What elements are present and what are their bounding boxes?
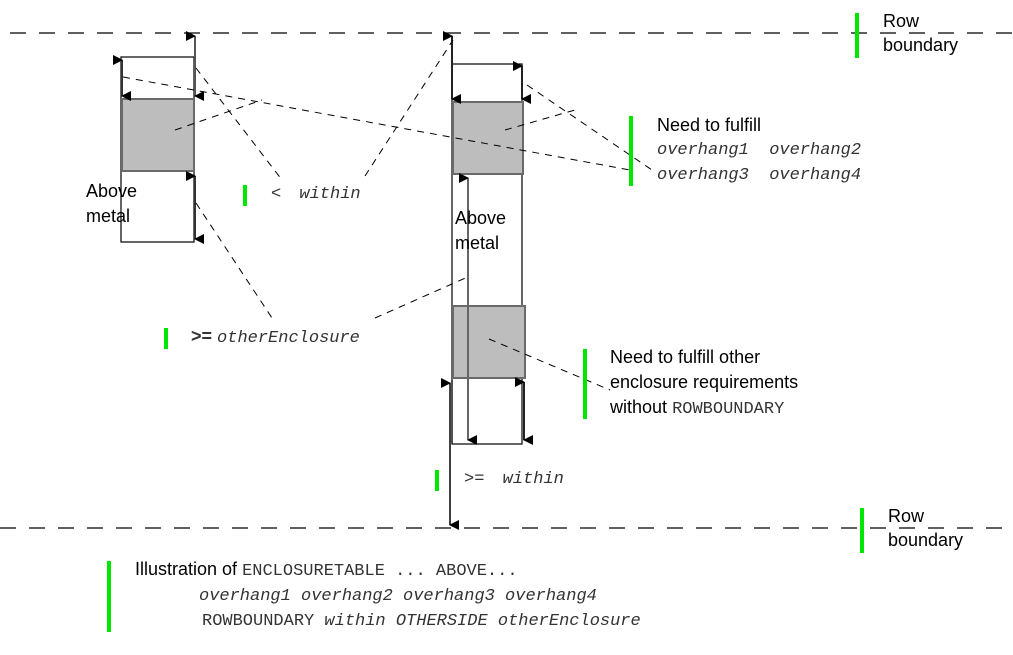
operator: < <box>271 185 282 204</box>
above-metal-right-label: Above metal <box>455 206 506 256</box>
caption-prefix: Illustration of <box>135 559 238 579</box>
label-line: boundary <box>888 530 964 550</box>
leader-other-left <box>195 202 273 319</box>
leader-other-req <box>488 338 611 391</box>
keyword: ROWBOUNDARY <box>672 400 785 419</box>
leader-within-left <box>195 67 283 181</box>
label-line: metal <box>86 206 131 226</box>
label-line: Above <box>86 181 138 201</box>
caption-line1: Illustration of ENCLOSURETABLE ... ABOVE… <box>135 557 641 584</box>
need-fulfill-label: Need to fulfill overhang1 overhang2 over… <box>657 113 861 188</box>
label-line: enclosure requirements <box>610 372 799 392</box>
caption-argument: within <box>324 612 386 631</box>
ge-within-label: >= within <box>464 467 564 492</box>
operator: >= <box>191 326 213 346</box>
row-boundary-bottom-label: Row boundary <box>888 504 963 552</box>
label-line: Need to fulfill other <box>610 347 761 367</box>
operator: >= <box>464 470 485 489</box>
need-fulfill-title: Need to fulfill <box>657 115 762 135</box>
caption-line2: overhang1 overhang2 overhang3 overhang4 <box>199 587 597 606</box>
leader-overhang34-left <box>122 76 631 171</box>
row-boundary-top-label: Row boundary <box>883 9 958 57</box>
above-metal-left-label: Above metal <box>86 179 137 229</box>
label-line: without ROWBOUNDARY <box>610 395 798 422</box>
accent-bar <box>164 328 168 349</box>
ge-other-enclosure-label: >= otherEnclosure <box>191 324 360 351</box>
leader-within-right <box>364 39 454 177</box>
accent-bar <box>435 470 439 491</box>
label-line: Row <box>883 11 920 31</box>
accent-bar <box>243 185 247 206</box>
accent-bar <box>629 116 633 186</box>
label-line: Above <box>455 208 507 228</box>
less-within-label: < within <box>271 182 361 207</box>
argument: within <box>299 185 361 204</box>
need-fulfill-line1: overhang1 overhang2 <box>657 141 862 160</box>
label-text: without <box>610 397 668 417</box>
right-lower-metal-box <box>452 305 526 379</box>
need-fulfill-line2: overhang3 overhang4 <box>657 166 862 185</box>
label-line: metal <box>455 233 500 253</box>
caption-keyword: OTHERSIDE <box>395 612 488 631</box>
leader-overhang-right-top <box>526 84 653 171</box>
right-upper-enclosure-outline <box>451 63 523 445</box>
label-line: Row <box>888 506 925 526</box>
caption-keyword: ROWBOUNDARY <box>202 612 315 631</box>
argument: within <box>502 470 564 489</box>
label-line: boundary <box>883 35 959 55</box>
caption-argument: otherEnclosure <box>497 612 641 631</box>
argument: otherEnclosure <box>217 329 360 348</box>
right-upper-metal-box <box>452 101 524 175</box>
accent-bar <box>860 508 864 553</box>
caption-keyword: ENCLOSURETABLE ... ABOVE... <box>242 562 518 581</box>
accent-bar <box>107 561 111 632</box>
accent-bar <box>855 13 859 58</box>
left-metal-box <box>121 98 195 172</box>
caption-line3: ROWBOUNDARY within OTHERSIDE otherEnclos… <box>202 609 641 634</box>
other-requirements-label: Need to fulfill other enclosure requirem… <box>610 345 798 422</box>
leader-overhang12-left <box>174 99 263 131</box>
leader-other-right <box>374 275 471 319</box>
accent-bar <box>583 349 587 419</box>
caption: Illustration of ENCLOSURETABLE ... ABOVE… <box>135 557 641 634</box>
